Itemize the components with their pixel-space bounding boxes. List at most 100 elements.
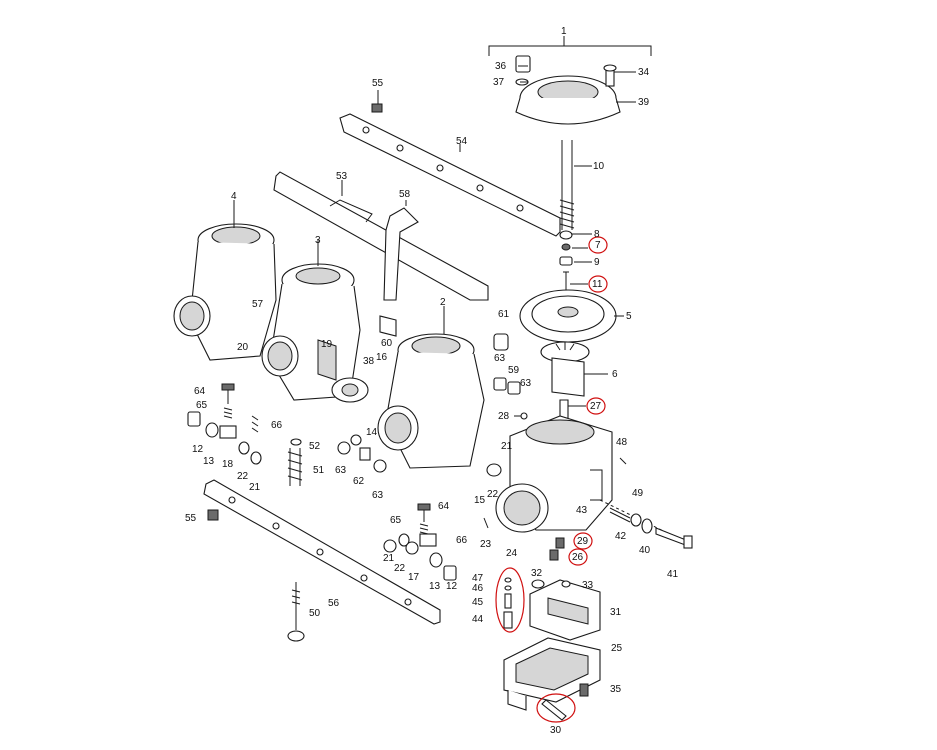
drain-screw-30 xyxy=(541,699,567,721)
label-64-left: 64 xyxy=(194,386,206,397)
label-13-left: 13 xyxy=(203,456,215,467)
part-labels: 1 2 3 4 5 6 7 8 9 10 11 12 12 13 13 14 1… xyxy=(185,26,679,736)
label-15: 15 xyxy=(474,495,486,506)
screw-35 xyxy=(579,683,589,697)
label-32: 32 xyxy=(531,568,543,579)
label-22-left: 22 xyxy=(237,471,249,482)
label-12-lower: 12 xyxy=(446,581,458,592)
label-22-lower: 22 xyxy=(394,563,406,574)
label-33: 33 xyxy=(582,580,594,591)
label-55-lower: 55 xyxy=(185,513,197,524)
label-55-top: 55 xyxy=(372,78,384,89)
label-4: 4 xyxy=(231,191,237,202)
label-51: 51 xyxy=(313,465,325,476)
label-28: 28 xyxy=(498,411,510,422)
label-36: 36 xyxy=(495,61,507,72)
label-10: 10 xyxy=(593,161,605,172)
label-1: 1 xyxy=(561,26,567,37)
label-59: 59 xyxy=(508,365,520,376)
highlight-markers xyxy=(495,236,608,723)
label-37: 37 xyxy=(493,77,505,88)
fitting-63-a xyxy=(493,377,507,391)
label-12-left: 12 xyxy=(192,444,204,455)
highlight-26 xyxy=(568,548,588,566)
nipple-60 xyxy=(379,315,397,337)
linkage-38 xyxy=(331,377,369,403)
label-63-a: 63 xyxy=(335,465,347,476)
screw-29 xyxy=(555,537,565,549)
fitting-59 xyxy=(507,381,521,395)
label-62: 62 xyxy=(353,476,365,487)
label-45: 45 xyxy=(472,597,484,608)
label-17: 17 xyxy=(408,572,420,583)
leader-lines xyxy=(233,65,636,407)
highlight-29 xyxy=(573,532,593,550)
label-47: 47 xyxy=(472,573,484,584)
label-40: 40 xyxy=(639,545,651,556)
label-65-left: 65 xyxy=(196,400,208,411)
label-7: 7 xyxy=(595,240,601,251)
label-8: 8 xyxy=(594,229,600,240)
float-bowl-25 xyxy=(503,637,601,711)
label-21-lower: 21 xyxy=(383,553,395,564)
label-29: 29 xyxy=(577,536,589,547)
label-50: 50 xyxy=(309,608,321,619)
highlight-11 xyxy=(588,275,608,293)
label-6: 6 xyxy=(612,369,618,380)
label-35: 35 xyxy=(610,684,622,695)
label-65-lower: 65 xyxy=(390,515,402,526)
clip-7 xyxy=(561,243,571,251)
label-31: 31 xyxy=(610,607,622,618)
label-39: 39 xyxy=(638,97,650,108)
highlight-27 xyxy=(586,397,606,415)
label-52: 52 xyxy=(309,441,321,452)
label-54: 54 xyxy=(456,136,468,147)
label-34: 34 xyxy=(638,67,650,78)
label-53: 53 xyxy=(336,171,348,182)
label-41: 41 xyxy=(667,569,679,580)
label-64-lower: 64 xyxy=(438,501,450,512)
label-27: 27 xyxy=(590,401,602,412)
screw-55-top-head xyxy=(371,103,383,113)
hose-58 xyxy=(383,207,419,301)
left-small-parts xyxy=(187,383,262,465)
bracket-53 xyxy=(273,171,489,301)
label-48: 48 xyxy=(616,437,628,448)
washer-8 xyxy=(559,230,573,240)
screw-26 xyxy=(549,549,559,561)
label-46: 46 xyxy=(472,583,484,594)
pin-48 xyxy=(619,457,627,465)
carburetor-3 xyxy=(261,263,361,401)
label-23: 23 xyxy=(480,539,492,550)
label-26: 26 xyxy=(572,552,584,563)
label-5: 5 xyxy=(626,311,632,322)
label-21-right: 21 xyxy=(501,441,513,452)
label-66-lower: 66 xyxy=(456,535,468,546)
spacer-9 xyxy=(559,256,573,266)
label-22-right: 22 xyxy=(487,489,499,500)
label-42: 42 xyxy=(615,531,627,542)
spring-51 xyxy=(287,438,303,486)
bracket-1 xyxy=(488,36,652,56)
label-60: 60 xyxy=(381,338,393,349)
label-25: 25 xyxy=(611,643,623,654)
label-3: 3 xyxy=(315,235,321,246)
top-cap-assembly xyxy=(515,55,621,125)
adjuster-screw-right xyxy=(599,499,693,549)
highlight-30 xyxy=(536,693,576,723)
label-9: 9 xyxy=(594,257,600,268)
screw-55-lower xyxy=(207,509,219,521)
label-56: 56 xyxy=(328,598,340,609)
label-44: 44 xyxy=(472,614,484,625)
label-30: 30 xyxy=(550,725,562,736)
carburetor-body-right xyxy=(486,415,613,533)
lower-small-parts xyxy=(337,434,457,581)
label-11: 11 xyxy=(592,279,603,290)
label-63-b: 63 xyxy=(372,490,384,501)
label-19: 19 xyxy=(321,339,333,350)
label-63-d: 63 xyxy=(520,378,532,389)
label-13-lower: 13 xyxy=(429,581,441,592)
jet-stack-44-47 xyxy=(503,577,513,629)
label-43: 43 xyxy=(576,505,588,516)
